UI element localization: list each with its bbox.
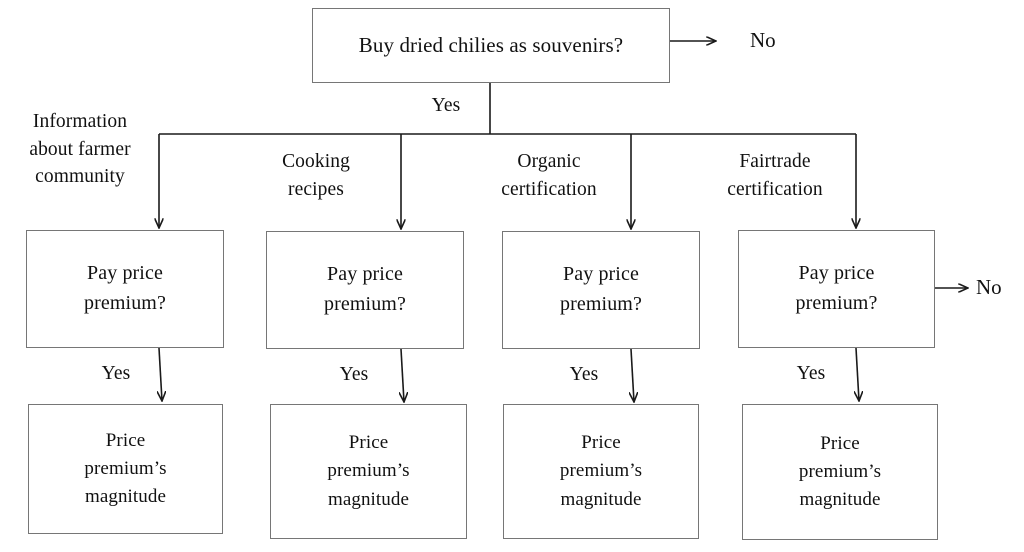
terminal-no-decision-4: No [976, 275, 1002, 299]
branch-label-fairtrade-certification: Fairtrade certification [727, 151, 823, 200]
branch-label-information-about-farmer-community: Information about farmer community [29, 111, 131, 188]
edge-label-yes-1: Yes [101, 363, 131, 384]
node-buy-dried-chilies[interactable]: Buy dried chilies as souvenirs? [312, 8, 670, 83]
node-pay-price-premium-3-label: Pay price premium? [560, 263, 642, 315]
node-price-premium-magnitude-3-label: Price premium’s magnitude [559, 432, 643, 510]
node-pay-price-premium-1-label: Pay price premium? [84, 262, 166, 314]
node-price-premium-magnitude-1-label: Price premium’s magnitude [84, 429, 167, 508]
node-pay-price-premium-2-label: Pay price premium? [324, 263, 406, 315]
node-pay-price-premium-2[interactable]: Pay price premium? [266, 231, 464, 349]
node-price-premium-magnitude-4-label: Price premium’s magnitude [798, 432, 882, 511]
node-pay-price-premium-4[interactable]: Pay price premium? [738, 230, 935, 348]
edge-yes-2 [401, 348, 404, 402]
branch-label-cooking-recipes: Cooking recipes [282, 151, 350, 200]
node-price-premium-magnitude-2-label: Price premium’s magnitude [327, 432, 410, 510]
node-pay-price-premium-4-label: Pay price premium? [795, 262, 878, 314]
branch-label-organic-certification: Organic certification [501, 151, 597, 200]
node-price-premium-magnitude-4[interactable]: Price premium’s magnitude [742, 404, 938, 540]
node-pay-price-premium-3[interactable]: Pay price premium? [502, 231, 700, 349]
node-buy-dried-chilies-label: Buy dried chilies as souvenirs? [358, 32, 624, 57]
node-price-premium-magnitude-2[interactable]: Price premium’s magnitude [270, 404, 467, 539]
terminal-no-root: No [750, 28, 776, 52]
edge-yes-1 [159, 347, 162, 401]
node-pay-price-premium-1[interactable]: Pay price premium? [26, 230, 224, 348]
edge-label-yes-3: Yes [569, 364, 599, 385]
edge-label-yes-2: Yes [339, 364, 369, 385]
node-price-premium-magnitude-1[interactable]: Price premium’s magnitude [28, 404, 223, 534]
edge-yes-3 [631, 348, 634, 402]
edge-yes-4 [856, 347, 859, 401]
edge-label-root-yes: Yes [431, 95, 461, 116]
node-price-premium-magnitude-3[interactable]: Price premium’s magnitude [503, 404, 699, 539]
edge-label-yes-4: Yes [796, 363, 826, 384]
